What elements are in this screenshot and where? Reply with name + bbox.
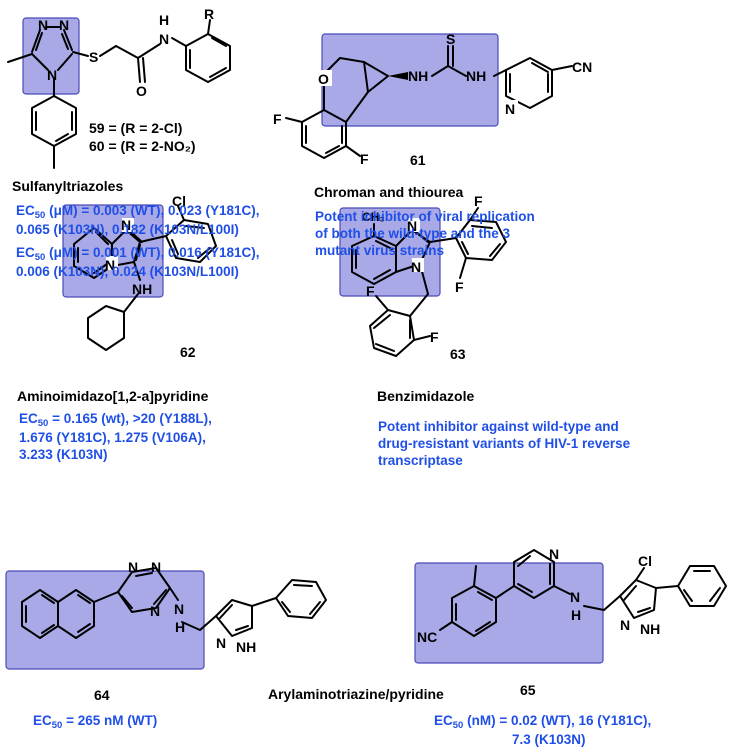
ec-line-2: 7.3 (K103N) <box>512 732 586 747</box>
atom-n: N <box>505 101 515 117</box>
ec50-60: EC50 (μM) = 0.001 (WT), 0.016 (Y181C), 0… <box>16 244 260 280</box>
ec50-59: EC50 (μM) = 0.003 (WT), 0.023 (Y181C), 0… <box>16 202 260 238</box>
atom-n: N <box>38 17 48 33</box>
atom-f: F <box>273 111 282 127</box>
note-61: Potent inhibitor of viral replication of… <box>315 208 535 259</box>
atom-cl: Cl <box>638 553 652 569</box>
note-63: Potent inhibitor against wild-type and d… <box>378 418 630 469</box>
ec-line-2: 0.065 (K103N), 0.182 (K103N/L100I) <box>16 222 239 237</box>
atom-n: N <box>105 257 115 273</box>
structure-63: CH₃ N N F F F F <box>339 193 507 357</box>
ec-rest: (nM) = 0.02 (WT), 16 (Y181C), <box>463 713 652 728</box>
ec-prefix: EC <box>16 245 35 260</box>
atom-nh: NH <box>640 621 660 637</box>
atom-n: N <box>47 67 57 83</box>
compound-id-65: 65 <box>520 682 536 698</box>
note-line: mutant virus strains <box>315 243 445 258</box>
class-name-arylaminotriazine-pyridine: Arylaminotriazine/pyridine <box>268 686 444 702</box>
atom-nh: NH <box>236 639 256 655</box>
atom-f: F <box>455 279 464 295</box>
ec-rest: (μM) = 0.003 (WT), 0.023 (Y181C), <box>45 203 260 218</box>
highlight-naphthyl-triazine <box>5 570 205 670</box>
atom-f: F <box>366 283 375 299</box>
atom-s: S <box>446 31 455 47</box>
atom-h: H <box>175 619 185 635</box>
note-line: of both the wild-type and the 3 <box>315 226 510 241</box>
ec-sub: 50 <box>452 720 464 731</box>
atom-n: N <box>216 635 226 651</box>
atom-f: F <box>430 329 439 345</box>
ec-prefix: EC <box>33 713 52 728</box>
atom-n: N <box>151 559 161 575</box>
ec50-65: EC50 (nM) = 0.02 (WT), 16 (Y181C), 7.3 (… <box>434 712 651 748</box>
ec-sub: 50 <box>34 252 46 263</box>
atom-n: N <box>174 601 184 617</box>
atom-o: O <box>318 71 329 87</box>
class-name-aminoimidazopyridine: Aminoimidazo[1,2-a]pyridine <box>17 388 209 404</box>
class-name-benzimidazole: Benzimidazole <box>377 388 475 404</box>
note-line: Potent inhibitor against wild-type and <box>378 419 619 434</box>
ec50-62: EC50 = 0.165 (wt), >20 (Y188L), 1.676 (Y… <box>19 410 212 463</box>
ec-rest: (μM) = 0.001 (WT), 0.016 (Y181C), <box>45 245 260 260</box>
atom-h: H <box>159 12 169 28</box>
ec-rest: = 0.165 (wt), >20 (Y188L), <box>48 411 212 426</box>
atom-n: N <box>549 546 559 562</box>
atom-cl: Cl <box>172 193 186 209</box>
structure-62: N N NH Cl <box>62 193 217 351</box>
atom-n: N <box>620 617 630 633</box>
compound-id-59: 59 = (R = 2-Cl) <box>89 120 183 136</box>
ec-rest: = 265 nM (WT) <box>62 713 158 728</box>
atom-f: F <box>474 193 483 209</box>
compound-id-63: 63 <box>450 346 466 362</box>
atom-n: N <box>121 217 131 233</box>
ec-line-2: 1.676 (Y181C), 1.275 (V106A), <box>19 430 206 445</box>
atom-o: O <box>136 83 147 99</box>
atom-nh: NH <box>466 68 486 84</box>
ec-prefix: EC <box>19 411 38 426</box>
class-name-chroman-thiourea: Chroman and thiourea <box>314 184 464 200</box>
ec-prefix: EC <box>434 713 453 728</box>
ec-line-3: 3.233 (K103N) <box>19 447 108 462</box>
atom-nh: NH <box>408 68 428 84</box>
atom-n: N <box>128 559 138 575</box>
class-name-sulfanyltriazoles: Sulfanyltriazoles <box>12 178 124 194</box>
compound-id-60: 60 = (R = 2-NO₂) <box>89 138 196 154</box>
structure-64: N N N N H N NH <box>5 559 327 670</box>
atom-cn: CN <box>572 59 592 75</box>
structure-65: N NC N H Cl N NH <box>414 546 727 664</box>
ec-sub: 50 <box>34 210 46 221</box>
atom-ch3: CH₃ <box>362 210 385 224</box>
structure-59-60: N N N S O N H R <box>7 6 231 169</box>
atom-n: N <box>570 589 580 605</box>
atom-nh: NH <box>132 281 152 297</box>
atom-n: N <box>407 218 417 234</box>
ec50-64: EC50 = 265 nM (WT) <box>33 712 157 731</box>
atom-n: N <box>411 259 421 275</box>
atom-s: S <box>89 49 98 65</box>
atom-n: N <box>59 17 69 33</box>
ec-prefix: EC <box>16 203 35 218</box>
compound-id-64: 64 <box>94 687 110 703</box>
atom-h: H <box>571 607 581 623</box>
compound-id-61: 61 <box>410 152 426 168</box>
atom-n: N <box>150 603 160 619</box>
note-line: transcriptase <box>378 453 463 468</box>
compound-id-62: 62 <box>180 344 196 360</box>
ec-line-2: 0.006 (K103N), 0.024 (K103N/L100I) <box>16 264 239 279</box>
note-line: Potent inhibitor of viral replication <box>315 209 535 224</box>
ec-sub: 50 <box>37 418 49 429</box>
atom-n: N <box>159 31 169 47</box>
note-line: drug-resistant variants of HIV-1 reverse <box>378 436 631 451</box>
atom-r: R <box>204 6 214 22</box>
atom-nc: NC <box>417 629 437 645</box>
atom-f: F <box>360 151 369 167</box>
ec-sub: 50 <box>51 720 63 731</box>
structure-61: O F F NH S NH N CN <box>273 31 592 167</box>
